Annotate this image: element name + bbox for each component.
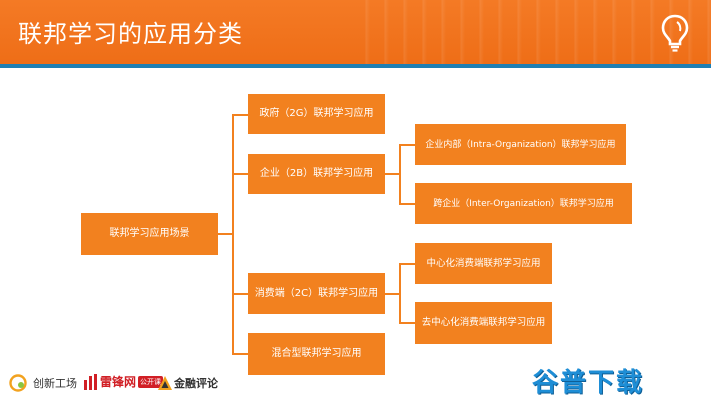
root-node: 联邦学习应用场景	[81, 213, 218, 255]
page-title: 联邦学习的应用分类	[18, 20, 243, 48]
node-enterprise: 企业（2B）联邦学习应用	[248, 154, 385, 194]
node-consumer: 消费端（2C）联邦学习应用	[248, 273, 385, 314]
connector-root	[218, 233, 233, 235]
node-centralized-consumer: 中心化消费端联邦学习应用	[415, 243, 552, 284]
connector-trunk	[232, 114, 234, 354]
watermark-text: 谷普下载	[532, 368, 645, 398]
connector-inter	[399, 203, 415, 205]
node-inter-organization: 跨企业（Inter-Organization）联邦学习应用	[415, 183, 632, 224]
finance-review-text: 金融评论	[174, 377, 218, 390]
connector-consumer-trunk	[399, 263, 401, 324]
node-inter-organization-label: 跨企业（Inter-Organization）联邦学习应用	[433, 198, 614, 209]
leiphone-text: 雷锋网	[100, 375, 137, 389]
connector-enterprise-out	[385, 173, 400, 175]
connector-enterprise-trunk	[399, 144, 401, 205]
lightbulb-icon	[661, 14, 689, 52]
root-node-label: 联邦学习应用场景	[109, 228, 190, 239]
leiphone-logo: 雷锋网 公开课	[84, 373, 164, 390]
finance-review-icon	[158, 376, 172, 390]
header-bar: 联邦学习的应用分类	[0, 0, 711, 68]
connector-hybrid	[232, 353, 248, 355]
connector-intra	[399, 144, 415, 146]
innovation-works-logo: 创新工场	[8, 373, 77, 393]
connector-gov	[232, 114, 248, 116]
finance-review-logo: 金融评论	[158, 375, 218, 391]
connector-enterprise	[232, 173, 248, 175]
node-intra-organization: 企业内部（Intra-Organization）联邦学习应用	[415, 124, 626, 165]
innovation-works-icon	[9, 374, 27, 392]
connector-decentralized	[399, 322, 415, 324]
node-government-label: 政府（2G）联邦学习应用	[259, 108, 374, 119]
node-centralized-consumer-label: 中心化消费端联邦学习应用	[426, 257, 541, 269]
node-intra-organization-label: 企业内部（Intra-Organization）联邦学习应用	[425, 139, 616, 150]
node-consumer-label: 消费端（2C）联邦学习应用	[254, 287, 379, 299]
innovation-works-text: 创新工场	[33, 377, 77, 390]
node-enterprise-label: 企业（2B）联邦学习应用	[259, 168, 374, 179]
header-texture	[351, 0, 711, 68]
connector-consumer-out	[385, 293, 400, 295]
node-government: 政府（2G）联邦学习应用	[248, 94, 385, 134]
leiphone-badge: 公开课	[138, 375, 164, 388]
node-hybrid-label: 混合型联邦学习应用	[271, 348, 362, 359]
node-decentralized-consumer: 去中心化消费端联邦学习应用	[415, 302, 552, 344]
node-decentralized-consumer-label: 去中心化消费端联邦学习应用	[421, 317, 546, 328]
leiphone-icon	[84, 373, 97, 390]
header-underline	[0, 64, 711, 68]
node-hybrid: 混合型联邦学习应用	[248, 333, 385, 375]
connector-centralized	[399, 263, 415, 265]
connector-consumer	[232, 293, 248, 295]
